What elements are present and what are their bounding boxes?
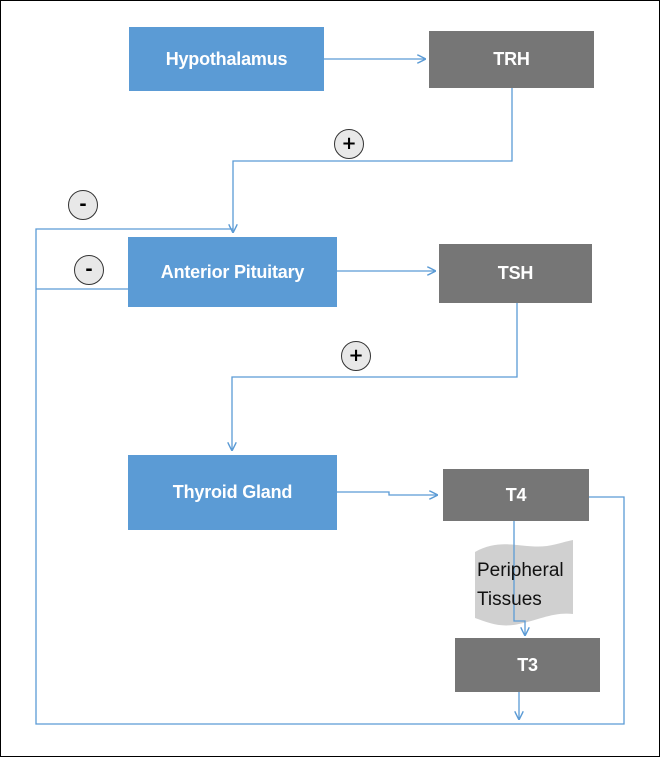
t4-label: T4 <box>505 484 527 505</box>
peripheral-tissues-label: Peripheral Tissues <box>477 556 575 614</box>
hypothalamus-box: Hypothalamus <box>129 27 324 91</box>
tsh-box: TSH <box>439 244 592 303</box>
anterior-pituitary-label: Anterior Pituitary <box>160 261 305 282</box>
anterior-pituitary-box: Anterior Pituitary <box>128 237 337 307</box>
plus-sign-trh: + <box>334 129 364 159</box>
arrow-tsh-to-thyroid-gland <box>232 303 518 450</box>
peripheral-tissues-line2: Tissues <box>477 589 542 610</box>
t3-label: T3 <box>517 654 538 675</box>
arrow-trh-to-anterior-pituitary <box>233 88 513 232</box>
minus-sign-inner: - <box>74 255 104 285</box>
t3-box: T3 <box>455 638 600 692</box>
hypothalamus-label: Hypothalamus <box>165 48 288 69</box>
plus-sign-tsh: + <box>341 341 371 371</box>
thyroid-gland-box: Thyroid Gland <box>128 455 337 530</box>
tsh-label: TSH <box>497 263 534 283</box>
peripheral-tissues-shape <box>475 540 573 626</box>
t4-box: T4 <box>443 469 589 521</box>
peripheral-tissues-line1: Peripheral <box>477 560 564 581</box>
thyroid-gland-label: Thyroid Gland <box>172 482 293 502</box>
arrow-thyroid-gland-to-t4 <box>337 492 437 495</box>
trh-box: TRH <box>429 31 594 88</box>
arrow-t4-to-t3 <box>513 521 525 635</box>
feedback-line-t4-to-pituitary <box>35 228 625 725</box>
minus-sign-outer: - <box>68 190 98 220</box>
trh-label: TRH <box>493 49 530 69</box>
